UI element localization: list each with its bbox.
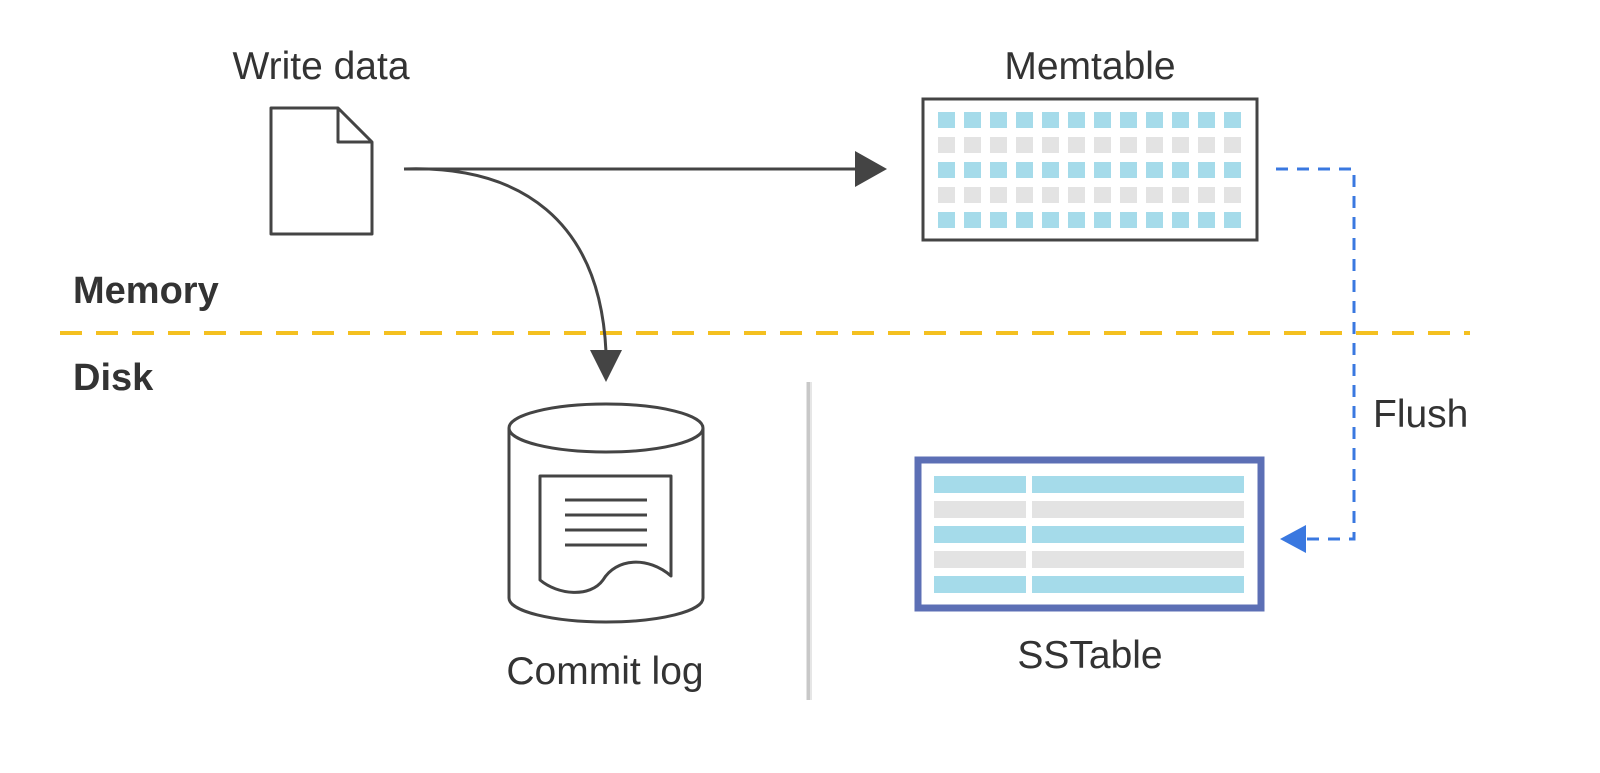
memtable-label: Memtable: [1004, 45, 1176, 88]
sstable-value-cell: [1032, 501, 1244, 518]
memtable-cell: [1146, 137, 1163, 153]
memtable-cell: [964, 162, 981, 178]
sstable-value-cell: [1032, 476, 1244, 493]
flush-label: Flush: [1373, 393, 1469, 436]
memtable-cell: [990, 162, 1007, 178]
sstable-value-cell: [1032, 526, 1244, 543]
memtable-cell: [990, 187, 1007, 203]
memtable-cell: [1198, 112, 1215, 128]
memtable-cell: [990, 212, 1007, 228]
memtable-cell: [990, 137, 1007, 153]
sstable-value-cell: [1032, 551, 1244, 568]
document-icon: [269, 106, 374, 236]
sstable-key-cell: [934, 501, 1026, 518]
write-to-commit-log-arrow: [403, 167, 622, 382]
memtable-cell: [1094, 162, 1111, 178]
memtable-cell: [1042, 162, 1059, 178]
memtable-cell: [1224, 112, 1241, 128]
memory-label: Memory: [73, 270, 219, 312]
memtable-cell: [964, 137, 981, 153]
memtable-cell: [1120, 112, 1137, 128]
memtable-cell: [1042, 187, 1059, 203]
memtable-cell: [1068, 162, 1085, 178]
memtable-cell: [1120, 187, 1137, 203]
memtable-cell: [1172, 112, 1189, 128]
memtable-cell: [1224, 187, 1241, 203]
sstable-label: SSTable: [1017, 634, 1163, 677]
sstable-key-cell: [934, 476, 1026, 493]
memtable-cell: [1172, 187, 1189, 203]
memtable-cell: [1120, 212, 1137, 228]
sstable-key-cell: [934, 551, 1026, 568]
disk-label: Disk: [73, 357, 154, 399]
memtable-cell: [1146, 162, 1163, 178]
memtable-cell: [1042, 137, 1059, 153]
memtable-cell: [1068, 212, 1085, 228]
memtable-cell: [1120, 137, 1137, 153]
memtable-cell: [938, 212, 955, 228]
memtable-cell: [1172, 162, 1189, 178]
memtable-cell: [1146, 187, 1163, 203]
memtable-cell: [1016, 112, 1033, 128]
memtable-cell: [1068, 137, 1085, 153]
memtable-cell: [1224, 162, 1241, 178]
sstable-key-cell: [934, 576, 1026, 593]
memtable-cell: [1016, 162, 1033, 178]
database-log-icon: [507, 402, 705, 624]
memtable-cell: [938, 112, 955, 128]
memtable-cell: [1172, 137, 1189, 153]
sstable-value-cell: [1032, 576, 1244, 593]
memtable-cell: [1172, 212, 1189, 228]
memtable-cell: [990, 112, 1007, 128]
sstable-key-cell: [934, 526, 1026, 543]
memtable-cell: [1198, 212, 1215, 228]
memtable-cell: [1224, 137, 1241, 153]
memtable-cell: [1198, 187, 1215, 203]
memtable-cell: [964, 212, 981, 228]
flush-arrow: [1276, 167, 1356, 553]
memtable-cell: [938, 137, 955, 153]
memtable-cell: [1094, 212, 1111, 228]
memtable-cell: [1068, 187, 1085, 203]
memtable-cell: [938, 187, 955, 203]
memtable-cell: [1146, 212, 1163, 228]
memtable-cell: [1198, 137, 1215, 153]
commit-log-label: Commit log: [506, 650, 704, 693]
write-data-label: Write data: [232, 45, 410, 88]
memtable-cell: [1042, 212, 1059, 228]
memtable-grid-icon: [921, 97, 1259, 242]
memtable-cell: [1094, 112, 1111, 128]
memtable-cell: [1068, 112, 1085, 128]
memtable-cell: [964, 187, 981, 203]
memtable-cell: [1146, 112, 1163, 128]
memtable-cell: [1042, 112, 1059, 128]
memtable-cell: [1094, 187, 1111, 203]
memtable-cell: [1094, 137, 1111, 153]
memtable-cell: [938, 162, 955, 178]
memtable-cell: [1016, 212, 1033, 228]
memtable-cell: [1224, 212, 1241, 228]
memtable-cell: [1016, 137, 1033, 153]
memtable-cell: [1198, 162, 1215, 178]
memtable-cell: [1016, 187, 1033, 203]
memtable-cell: [964, 112, 981, 128]
memtable-cell: [1120, 162, 1137, 178]
sstable-table-icon: [914, 456, 1265, 612]
write-to-memtable-arrow: [404, 151, 887, 187]
